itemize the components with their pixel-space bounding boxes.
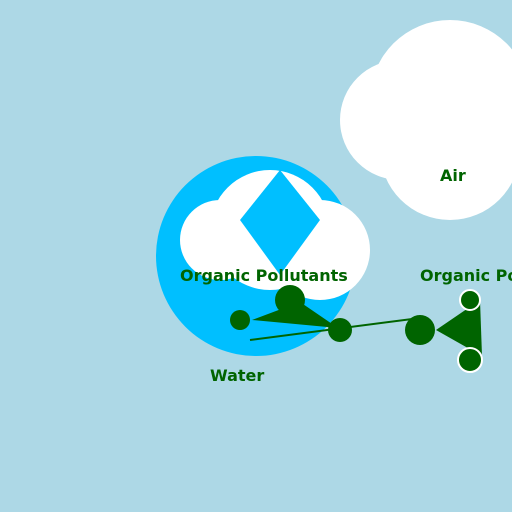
- molecule-atom-top: [275, 285, 305, 315]
- molecule-atom-center: [405, 315, 435, 345]
- organic-pollutants-label: Organic Pollutants: [180, 266, 348, 285]
- air-cloud-puff-bottom: [380, 80, 512, 220]
- molecule-atom-left: [230, 310, 250, 330]
- water-label: Water: [210, 366, 264, 385]
- air-cloud: [340, 20, 512, 220]
- organic-pollutants-right-label: Organic Po: [420, 266, 512, 285]
- air-label: Air: [440, 166, 466, 185]
- molecule-atom-right: [328, 318, 352, 342]
- molecule-atom-upper: [459, 289, 481, 311]
- pollutant-molecule-water: [230, 285, 421, 342]
- molecule-triangle: [436, 300, 482, 356]
- diamond-crystal-shape: [240, 170, 320, 275]
- pollutant-molecule-right: [405, 289, 483, 373]
- molecule-wedge: [252, 302, 338, 328]
- molecule-atom-lower: [457, 347, 483, 373]
